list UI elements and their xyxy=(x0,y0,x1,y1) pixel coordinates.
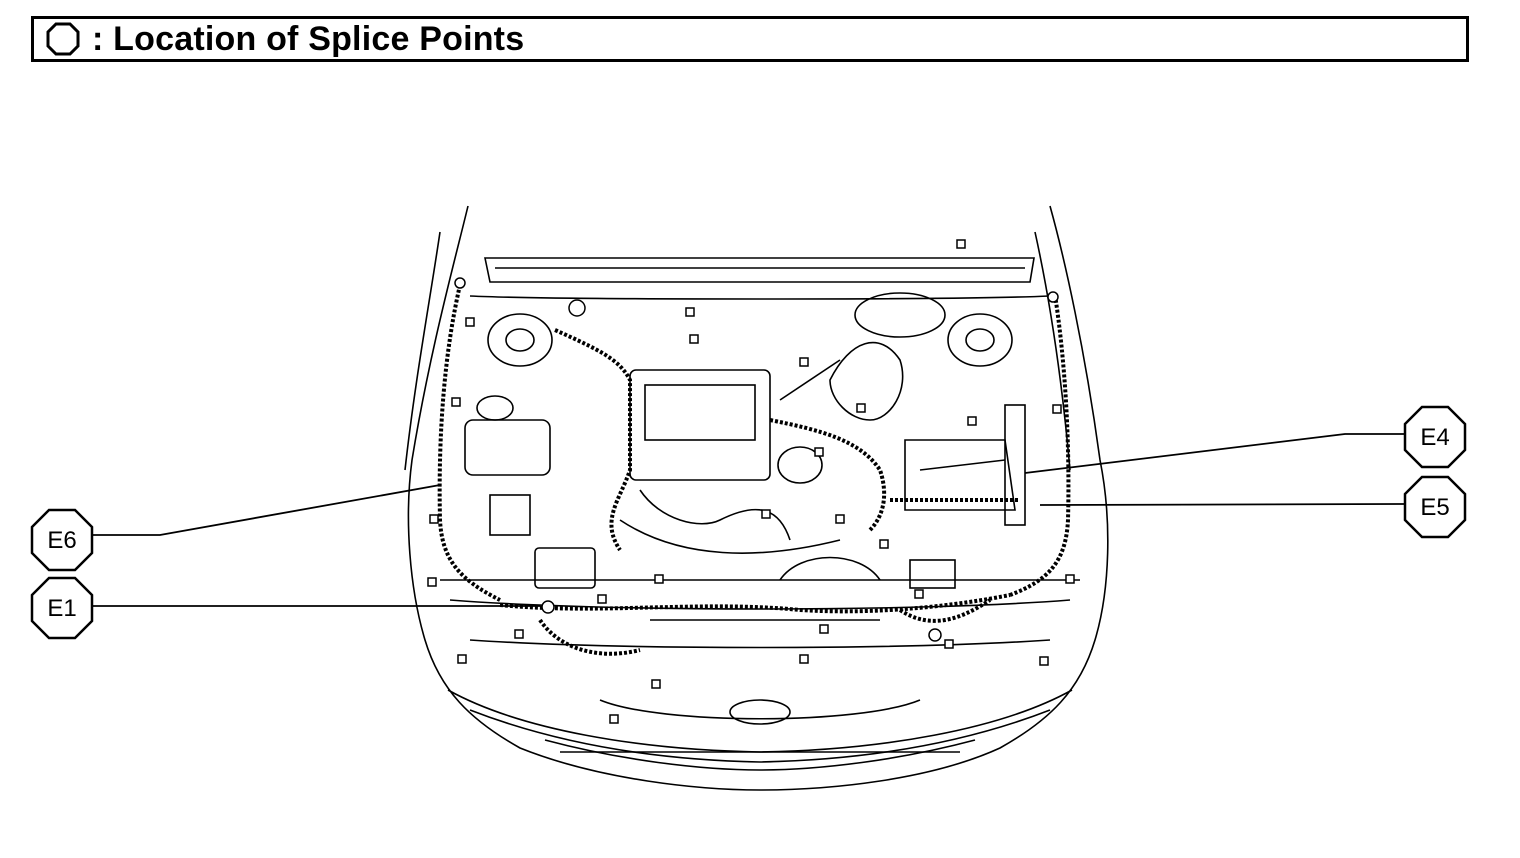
title-bar: : Location of Splice Points xyxy=(31,16,1469,62)
splice-tag-e5: E5 xyxy=(1403,475,1467,539)
splice-label-e5: E5 xyxy=(1420,494,1449,521)
splice-label-e4: E4 xyxy=(1420,424,1449,451)
splice-label-e6: E6 xyxy=(47,527,76,554)
leader-lines xyxy=(92,433,1406,607)
splice-tag-e1: E1 xyxy=(30,576,94,640)
splice-tag-e4: E4 xyxy=(1403,405,1467,469)
splice-label-e1: E1 xyxy=(47,595,76,622)
splice-tag-e6: E6 xyxy=(30,508,94,572)
wiring-harness xyxy=(437,284,1071,656)
connectors xyxy=(427,239,1075,724)
octagon-outline-icon xyxy=(46,22,80,56)
page-title: : Location of Splice Points xyxy=(92,19,525,58)
vehicle-outline xyxy=(404,205,1109,791)
